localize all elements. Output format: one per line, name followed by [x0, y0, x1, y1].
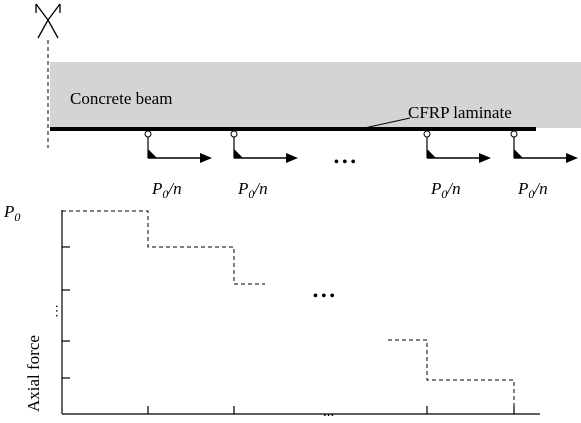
- ellipsis-middle: • • •: [313, 289, 335, 304]
- force-label: P0/n: [430, 179, 461, 201]
- force-label: P0/n: [237, 179, 268, 201]
- concrete-beam: [50, 62, 581, 128]
- y-axis-top-label: P0: [3, 202, 20, 224]
- y-ticks: [62, 246, 70, 379]
- laminate-leader: [359, 117, 411, 130]
- anchor-arrow-icon: [230, 130, 298, 163]
- fixed-support-icon: [35, 3, 61, 39]
- ellipsis-axis: ...: [323, 404, 334, 420]
- ellipsis-top: • • •: [334, 155, 356, 170]
- y-axis-title: Axial force: [24, 335, 43, 412]
- beam-label: Concrete beam: [70, 89, 172, 108]
- anchor-arrow-icon: [144, 130, 212, 163]
- ellipsis-left: ···: [48, 304, 63, 318]
- axial-force-profile: [62, 210, 540, 415]
- force-label: P0/n: [151, 179, 182, 201]
- laminate-label: CFRP laminate: [408, 103, 512, 122]
- anchor-arrow-icon: [423, 130, 491, 163]
- anchor-arrow-icon: [510, 130, 578, 163]
- force-label: P0/n: [517, 179, 548, 201]
